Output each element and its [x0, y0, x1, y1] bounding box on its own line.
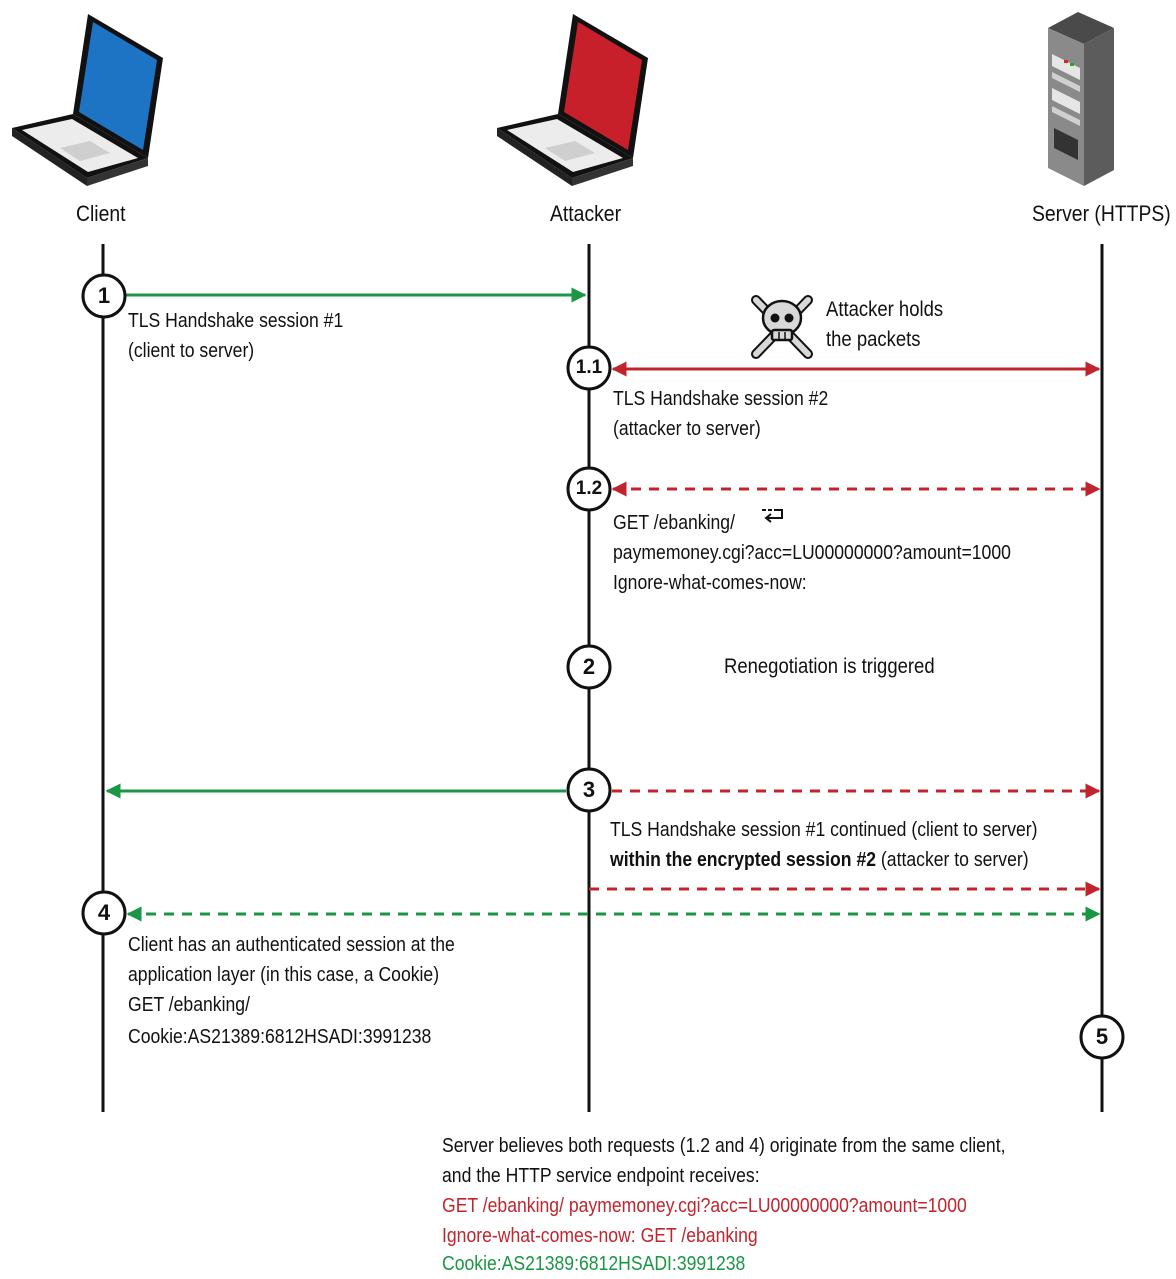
step4-label-line2: application layer (in this case, a Cooki…	[128, 964, 440, 986]
step3-label-rest: (attacker to server)	[876, 849, 1029, 871]
attacker-holds-line2: the packets	[826, 328, 921, 351]
conclusion-line1: Server believes both requests (1.2 and 4…	[442, 1135, 1006, 1157]
step-circle-1-2	[566, 466, 612, 512]
step-circle-2	[566, 644, 612, 690]
step4-label-line3: GET /ebanking/	[128, 994, 250, 1016]
attacker-holds-line1: Attacker holds	[826, 298, 944, 321]
step1-1-label-line1: TLS Handshake session #2	[613, 388, 829, 410]
step4-label-line1: Client has an authenticated session at t…	[128, 934, 455, 956]
step3-label-line2: within the encrypted session #2 (attacke…	[610, 845, 1029, 875]
line-wrap-icon	[762, 509, 783, 523]
step-circle-1	[81, 273, 127, 319]
step-number-5: 5	[1095, 1024, 1109, 1049]
step1-1-label-line2: (attacker to server)	[613, 418, 761, 440]
step1-2-label-line3: Ignore-what-comes-now:	[613, 572, 807, 594]
step-circle-5	[1079, 1014, 1125, 1060]
step1-label-line2: (client to server)	[128, 340, 255, 362]
lane-label-attacker: Attacker	[550, 201, 622, 226]
step-number-2: 2	[582, 654, 596, 679]
step-circle-3	[566, 767, 612, 813]
step-number-4: 4	[97, 900, 111, 925]
server-tower-icon	[1048, 12, 1114, 186]
conclusion-ignore-line: Ignore-what-comes-now: GET /ebanking	[442, 1225, 758, 1247]
step1-2-label-line1: GET /ebanking/	[613, 512, 735, 534]
step1-2-label-line2: paymemoney.cgi?acc=LU00000000?amount=100…	[613, 542, 1011, 564]
conclusion-request-line: GET /ebanking/ paymemoney.cgi?acc=LU0000…	[442, 1195, 967, 1217]
conclusion-cookie-line: Cookie:AS21389:6812HSADI:3991238	[442, 1253, 746, 1275]
step3-label-line1: TLS Handshake session #1 continued (clie…	[610, 819, 1038, 841]
step-circle-1-1	[566, 345, 612, 391]
step-number-1: 1	[97, 283, 111, 308]
client-laptop-icon	[12, 14, 163, 186]
step-number-1-2: 1.2	[575, 478, 603, 499]
step4-label-line4: Cookie:AS21389:6812HSADI:3991238	[128, 1026, 432, 1048]
lane-label-server: Server (HTTPS)	[1032, 201, 1171, 226]
step-number-1-1: 1.1	[575, 357, 603, 378]
step1-label-line1: TLS Handshake session #1	[128, 310, 344, 332]
step3-label-bold: within the encrypted session #2	[610, 849, 877, 871]
conclusion-line2: and the HTTP service endpoint receives:	[442, 1165, 760, 1187]
step-number-3: 3	[582, 777, 596, 802]
step2-label: Renegotiation is triggered	[724, 655, 935, 678]
attacker-laptop-icon	[497, 14, 648, 186]
skull-crossbones-icon	[751, 295, 813, 359]
lane-label-client: Client	[76, 201, 126, 226]
step-circle-4	[81, 890, 127, 936]
